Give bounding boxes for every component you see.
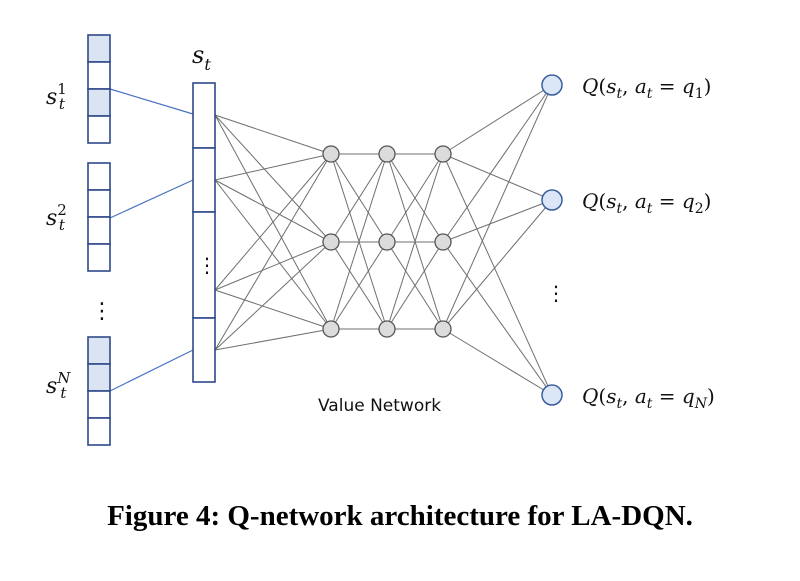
input-group-N — [87, 336, 111, 446]
input-cell — [87, 61, 111, 90]
input-cell — [87, 336, 111, 365]
edge — [330, 153, 388, 330]
figure-caption: Figure 4: Q-network architecture for LA-… — [107, 500, 693, 532]
output-label-1: Q(st, at = q1) — [582, 74, 711, 102]
edge — [330, 153, 388, 243]
state-vector-segment — [192, 317, 216, 383]
edge — [442, 84, 553, 155]
input-link — [109, 349, 194, 392]
edge — [214, 241, 332, 291]
hidden-node — [434, 145, 452, 163]
state-vector-segment — [192, 147, 216, 213]
state-vector — [192, 82, 216, 383]
input-group-1 — [87, 34, 111, 144]
output-label-2: Q(st, at = q2) — [582, 189, 711, 217]
edge — [214, 153, 332, 351]
hidden-layers — [322, 145, 452, 338]
hidden-node — [378, 233, 396, 251]
edge — [386, 153, 444, 330]
hidden-node — [322, 233, 340, 251]
output-node — [541, 74, 563, 96]
hidden-node — [378, 320, 396, 338]
input-cell — [87, 162, 111, 191]
edge — [214, 114, 332, 155]
edge — [214, 153, 332, 181]
hidden-node — [322, 145, 340, 163]
edge — [214, 179, 332, 243]
state-vector-segment — [192, 82, 216, 149]
edge — [442, 328, 553, 396]
input-cell — [87, 88, 111, 117]
edge — [214, 179, 332, 330]
input-cell — [87, 216, 111, 245]
output-node — [541, 189, 563, 211]
edge — [214, 241, 332, 351]
hidden-node — [434, 233, 452, 251]
edge — [330, 241, 388, 330]
input-cell — [87, 417, 111, 446]
edge — [442, 241, 553, 396]
edge — [442, 199, 553, 243]
edge — [442, 84, 553, 243]
output-ellipsis: ⋮ — [546, 281, 566, 305]
input-cell — [87, 363, 111, 392]
edge — [442, 199, 553, 330]
input-cell — [87, 115, 111, 144]
edge — [214, 328, 332, 351]
input-to-state-links — [109, 88, 194, 392]
output-label-N: Q(st, at = qN) — [582, 384, 715, 412]
hidden-node — [322, 320, 340, 338]
edge — [386, 241, 444, 330]
edge — [214, 153, 332, 291]
input-link — [109, 88, 194, 115]
output-nodes — [541, 74, 563, 406]
input-group-2 — [87, 162, 111, 272]
edge — [214, 289, 332, 330]
value-network-label: Value Network — [318, 396, 441, 416]
edge — [442, 153, 553, 396]
state-vector-ellipsis: ⋮ — [197, 253, 217, 277]
edge — [214, 114, 332, 243]
output-node — [541, 384, 563, 406]
edge — [386, 153, 444, 243]
hidden-node — [378, 145, 396, 163]
input-link — [109, 179, 194, 219]
edge — [442, 84, 553, 330]
network-edges — [214, 84, 553, 396]
input-ellipsis: ⋮ — [91, 299, 113, 324]
input-cell — [87, 243, 111, 272]
input-cell — [87, 189, 111, 218]
hidden-node — [434, 320, 452, 338]
input-cell — [87, 390, 111, 419]
edge — [442, 153, 553, 201]
input-cell — [87, 34, 111, 63]
state-vector-label: st — [192, 41, 211, 74]
